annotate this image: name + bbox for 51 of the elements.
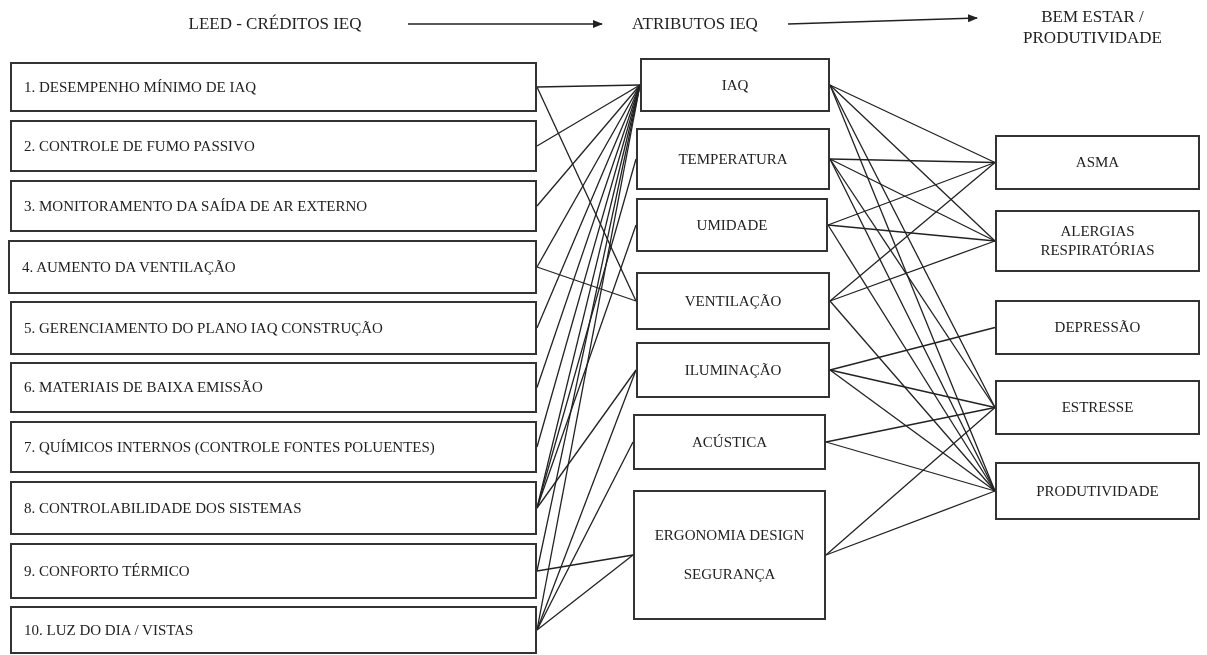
connector-line <box>536 369 637 509</box>
credit-box: 10. LUZ DO DIA / VISTAS <box>10 606 537 654</box>
attribute-box: ACÚSTICA <box>633 414 826 470</box>
connector-line <box>827 161 996 226</box>
connector-line <box>825 490 996 556</box>
attribute-box: ERGONOMIA DESIGN SEGURANÇA <box>633 490 826 620</box>
attribute-box: VENTILAÇÃO <box>636 272 830 330</box>
outcome-box: ASMA <box>995 135 1200 190</box>
connector-line <box>829 158 996 164</box>
connector-line <box>825 406 996 556</box>
connector-line <box>536 84 641 88</box>
connector-line <box>829 300 996 492</box>
credit-box: 5. GERENCIAMENTO DO PLANO IAQ CONSTRUÇÃO <box>10 301 537 355</box>
outcome-box: PRODUTIVIDADE <box>995 462 1200 520</box>
connector-line <box>825 441 996 492</box>
connector-line <box>536 266 637 302</box>
credit-box: 3. MONITORAMENTO DA SAÍDA DE AR EXTERNO <box>10 180 537 232</box>
credit-box: 8. CONTROLABILIDADE DOS SISTEMAS <box>10 481 537 535</box>
connector-line <box>829 326 996 371</box>
connector-line <box>829 158 996 242</box>
connector-line <box>829 369 996 409</box>
attribute-box: ILUMINAÇÃO <box>636 342 830 398</box>
arrow <box>407 20 603 28</box>
outcome-box: ALERGIAS RESPIRATÓRIAS <box>995 210 1200 272</box>
connector-line <box>829 84 996 242</box>
connector-line <box>825 406 996 443</box>
connector-line <box>829 240 996 302</box>
credit-box: 4. AUMENTO DA VENTILAÇÃO <box>8 240 537 294</box>
column-heading: ATRIBUTOS IEQ <box>610 10 780 38</box>
outcome-box: ESTRESSE <box>995 380 1200 435</box>
column-heading: LEED - CRÉDITOS IEQ <box>150 10 400 38</box>
connector-line <box>536 554 634 572</box>
connector-line <box>827 224 996 242</box>
outcome-box: DEPRESSÃO <box>995 300 1200 355</box>
connector-line <box>829 161 996 302</box>
connector-line <box>536 84 641 207</box>
arrow <box>787 14 978 25</box>
credit-box: 9. CONFORTO TÉRMICO <box>10 543 537 599</box>
attribute-box: UMIDADE <box>636 198 828 252</box>
connector-line <box>536 84 641 147</box>
credit-box: 2. CONTROLE DE FUMO PASSIVO <box>10 120 537 172</box>
credit-box: 7. QUÍMICOS INTERNOS (CONTROLE FONTES POLUENTES) <box>10 421 537 473</box>
connector-line <box>536 554 634 631</box>
attribute-box: TEMPERATURA <box>636 128 830 190</box>
credit-box: 1. DESEMPENHO MÍNIMO DE IAQ <box>10 62 537 112</box>
connector-line <box>829 369 996 492</box>
credit-box: 6. MATERIAIS DE BAIXA EMISSÃO <box>10 362 537 413</box>
connector-line <box>829 84 996 164</box>
connector-line <box>829 158 996 409</box>
column-heading: BEM ESTAR / PRODUTIVIDADE <box>985 4 1200 50</box>
attribute-box: IAQ <box>640 58 830 112</box>
